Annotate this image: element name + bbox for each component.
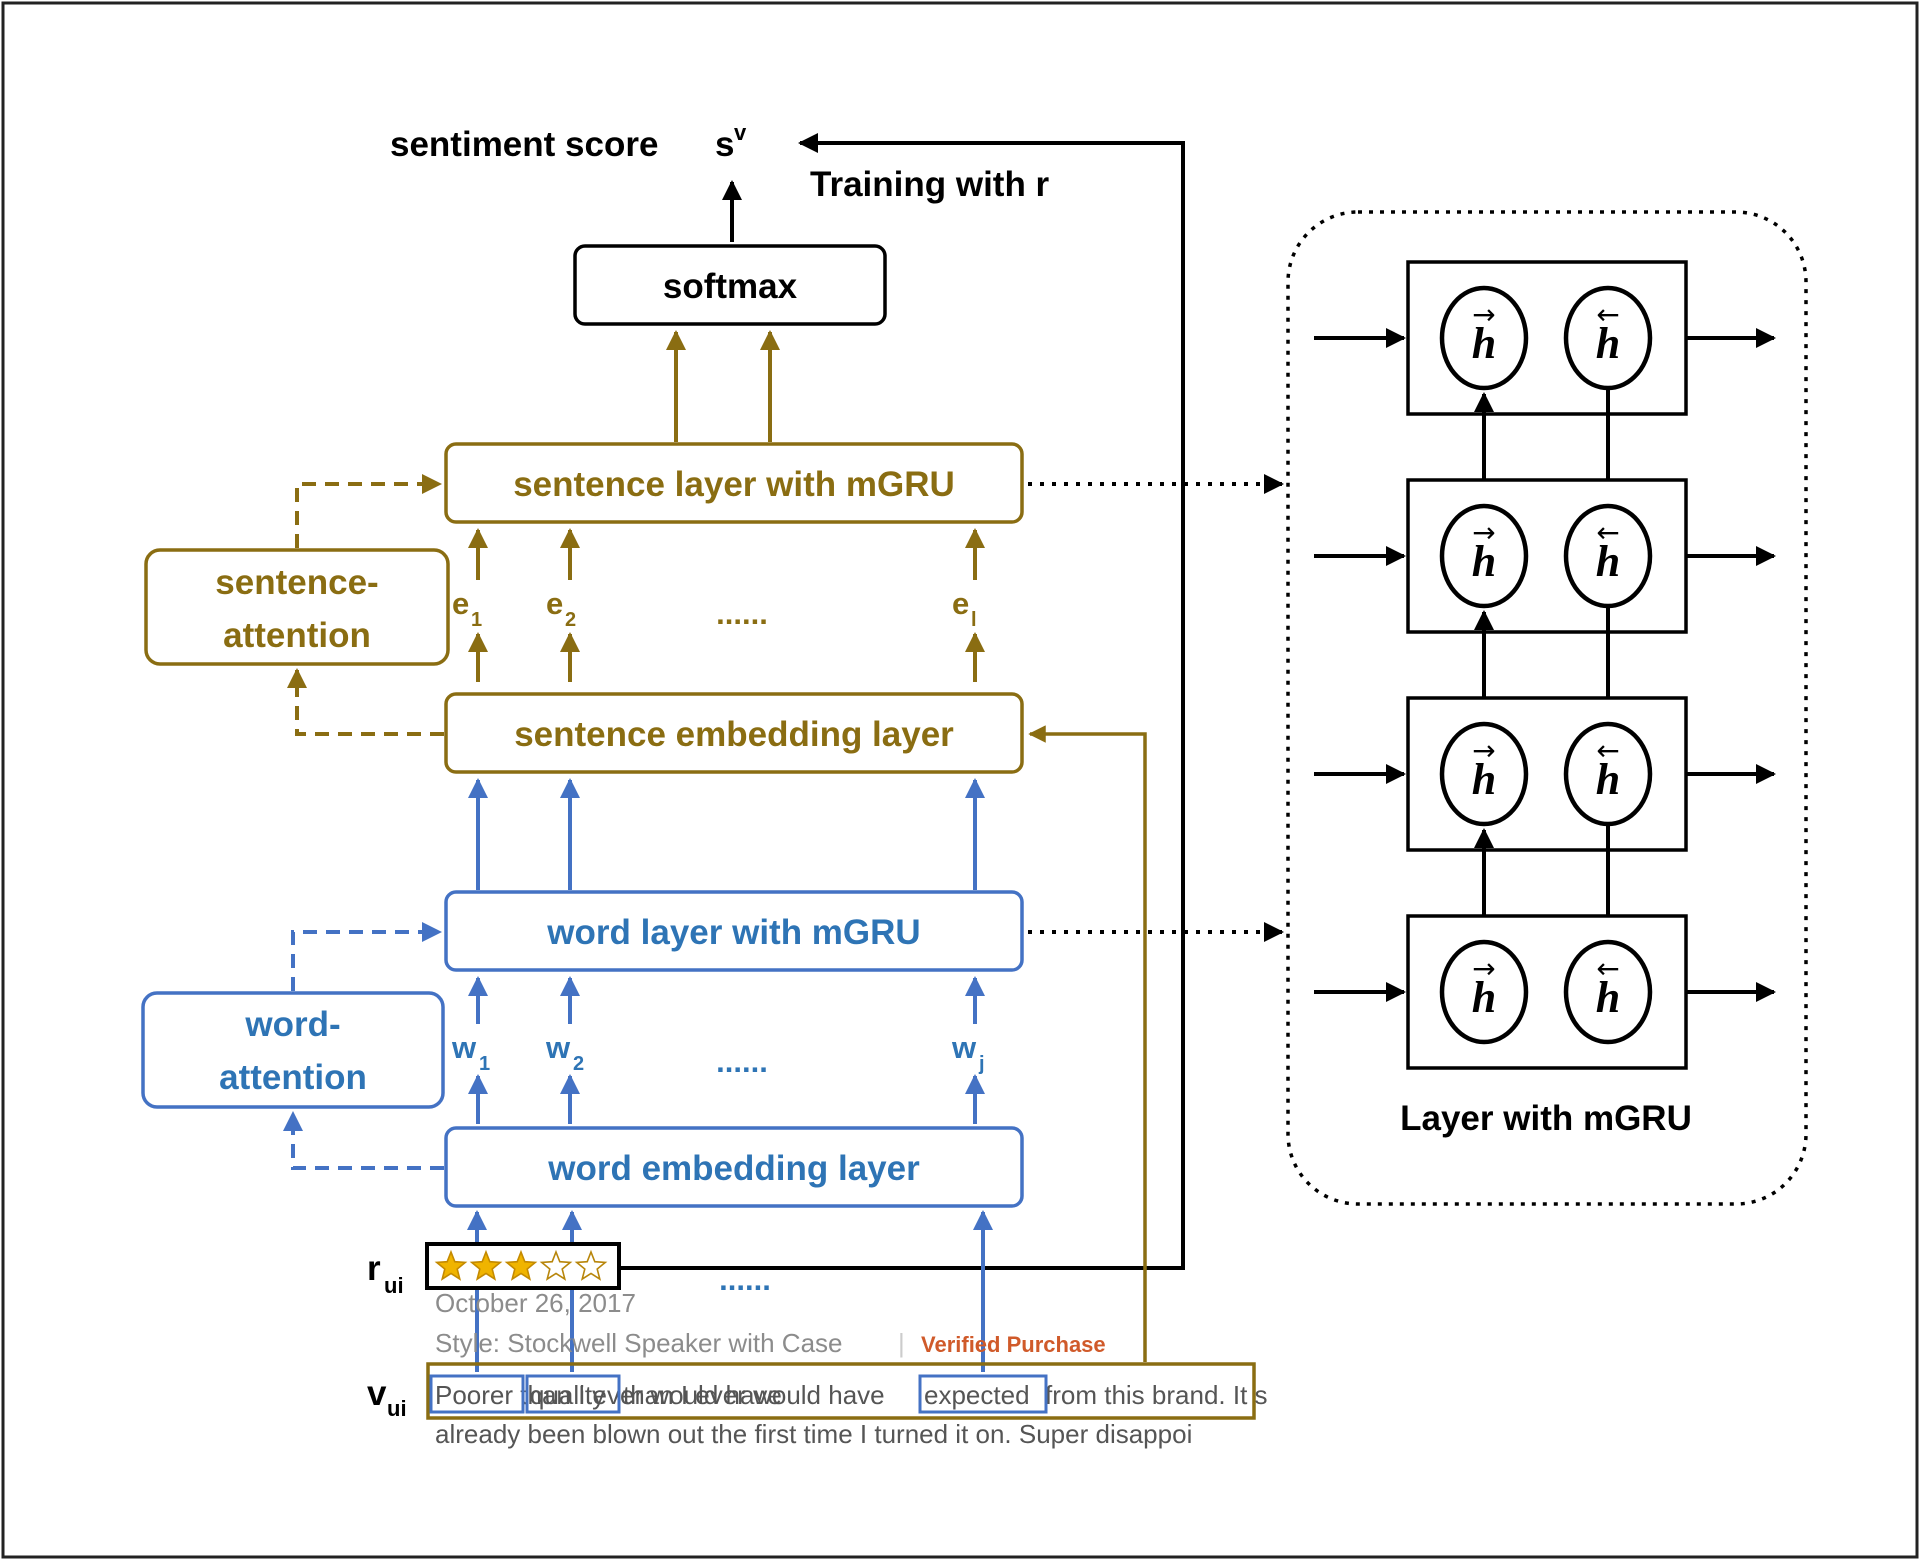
r-subscript: ui xyxy=(384,1273,404,1298)
forward-hidden-state-node xyxy=(1439,503,1529,609)
word-embedding-box xyxy=(444,1126,1024,1208)
w-ellipsis: ...... xyxy=(716,1044,768,1079)
sentence-attention-to-layer-dashed xyxy=(295,474,442,548)
sentiment-s-superscript: v xyxy=(734,120,747,145)
word-embedding-label: word embedding layer xyxy=(547,1149,920,1188)
mgru-panel-caption: Layer with mGRU xyxy=(1400,1099,1692,1138)
star-filled-icon xyxy=(469,1249,503,1281)
training-arrow xyxy=(620,133,1185,1270)
star-filled-icon xyxy=(504,1249,538,1281)
review-separator: | xyxy=(898,1328,905,1358)
review-word-quality: quality xyxy=(530,1380,605,1410)
backward-hidden-state-direction-arrow: ← xyxy=(1596,952,1619,985)
backward-hidden-state-symbol: h xyxy=(1596,319,1620,368)
forward-hidden-state-symbol: h xyxy=(1472,537,1496,586)
el-symbol: e xyxy=(952,586,969,621)
forward-hidden-state-node xyxy=(1439,721,1529,827)
poorer-highlight-box xyxy=(429,1374,525,1414)
softmax-box xyxy=(573,244,887,326)
review-text-mid-1b: than I ever would have xyxy=(623,1380,885,1410)
sentence-attention-label-1: sentence- xyxy=(215,563,378,602)
sentence-layer-label: sentence layer with mGRU xyxy=(513,465,955,504)
backward-hidden-state-symbol: h xyxy=(1596,537,1620,586)
e2-symbol: e xyxy=(546,586,563,621)
backward-hidden-state-direction-arrow: ← xyxy=(1596,516,1619,549)
backward-hidden-state-symbol: h xyxy=(1596,755,1620,804)
sentence-attention-label-2: attention xyxy=(223,616,371,655)
wj-symbol: w xyxy=(951,1030,977,1065)
review-text-mid-1: than I ever would have xyxy=(513,1380,782,1410)
forward-hidden-state-node xyxy=(1439,939,1529,1045)
training-label: Training with r xyxy=(810,165,1050,204)
sentence-embedding-to-attention-dashed xyxy=(287,668,444,736)
backward-hidden-state-direction-arrow: ← xyxy=(1596,734,1619,767)
review-line-2: already been blown out the first time I … xyxy=(435,1419,1192,1449)
backward-hidden-state-direction-arrow: ← xyxy=(1596,298,1619,331)
forward-hidden-state-node xyxy=(1439,285,1529,391)
backward-hidden-state-symbol: h xyxy=(1596,973,1620,1022)
review-sentence-box xyxy=(426,1362,1256,1420)
forward-hidden-state-symbol: h xyxy=(1472,973,1496,1022)
forward-hidden-state-direction-arrow: → xyxy=(1472,298,1495,331)
rating-ellipsis: ...... xyxy=(719,1262,771,1297)
mgru-panel xyxy=(1286,210,1808,1206)
star-filled-icon xyxy=(434,1249,468,1281)
sentence-embedding-box xyxy=(444,692,1024,774)
star-empty-icon xyxy=(539,1249,573,1281)
r-symbol: r xyxy=(367,1249,381,1288)
forward-hidden-state-direction-arrow: → xyxy=(1472,516,1495,549)
word-layer-label: word layer with mGRU xyxy=(546,913,920,952)
rating-stars xyxy=(434,1249,608,1281)
word-layer-box xyxy=(444,890,1024,972)
forward-hidden-state-direction-arrow: → xyxy=(1472,952,1495,985)
word-attention-label-2: attention xyxy=(219,1058,367,1097)
word-attention-label-1: word- xyxy=(244,1005,340,1044)
quality-highlight-box xyxy=(525,1374,621,1414)
review-text-mid-2: from this brand. It s xyxy=(1045,1380,1268,1410)
wj-subscript: j xyxy=(978,1053,985,1075)
v-symbol: v xyxy=(367,1374,387,1413)
w1-symbol: w xyxy=(451,1030,477,1065)
word-attention-to-layer-dashed xyxy=(291,922,442,991)
sentiment-score-label: sentiment score xyxy=(390,125,658,164)
softmax-label: softmax xyxy=(663,267,798,306)
backward-hidden-state-node xyxy=(1563,939,1653,1045)
e2-subscript: 2 xyxy=(565,609,576,631)
v-subscript: ui xyxy=(387,1396,407,1421)
forward-hidden-state-symbol: h xyxy=(1472,319,1496,368)
star-empty-icon xyxy=(574,1249,608,1281)
expected-highlight-box xyxy=(918,1374,1048,1414)
sentiment-s-symbol: s xyxy=(715,125,734,164)
mgru-rows: h→h←h→h←h→h←h→h← xyxy=(1314,260,1776,1070)
review-line-1: Poorer than I ever would have xyxy=(435,1380,782,1410)
sentence-embedding-label: sentence embedding layer xyxy=(514,715,954,754)
review-word-expected: expected xyxy=(924,1380,1030,1410)
review-word-poorer: Poorer xyxy=(435,1380,513,1410)
el-subscript: l xyxy=(971,609,977,631)
e1-symbol: e xyxy=(452,586,469,621)
w2-subscript: 2 xyxy=(573,1053,584,1075)
forward-hidden-state-direction-arrow: → xyxy=(1472,734,1495,767)
w2-symbol: w xyxy=(545,1030,571,1065)
e1-subscript: 1 xyxy=(471,609,482,631)
forward-hidden-state-symbol: h xyxy=(1472,755,1496,804)
sentence-attention-box xyxy=(144,548,450,666)
e-ellipsis: ...... xyxy=(716,596,768,631)
word-embedding-to-attention-dashed xyxy=(283,1111,444,1170)
word-attention-box xyxy=(141,991,445,1109)
review-date: October 26, 2017 xyxy=(435,1288,636,1318)
verified-purchase: Verified Purchase xyxy=(921,1332,1106,1357)
w1-subscript: 1 xyxy=(479,1053,490,1075)
review-style: Style: Stockwell Speaker with Case xyxy=(435,1328,843,1358)
review-to-sentence-embedding-arrow xyxy=(1028,725,1147,1362)
sentence-layer-box xyxy=(444,442,1024,524)
